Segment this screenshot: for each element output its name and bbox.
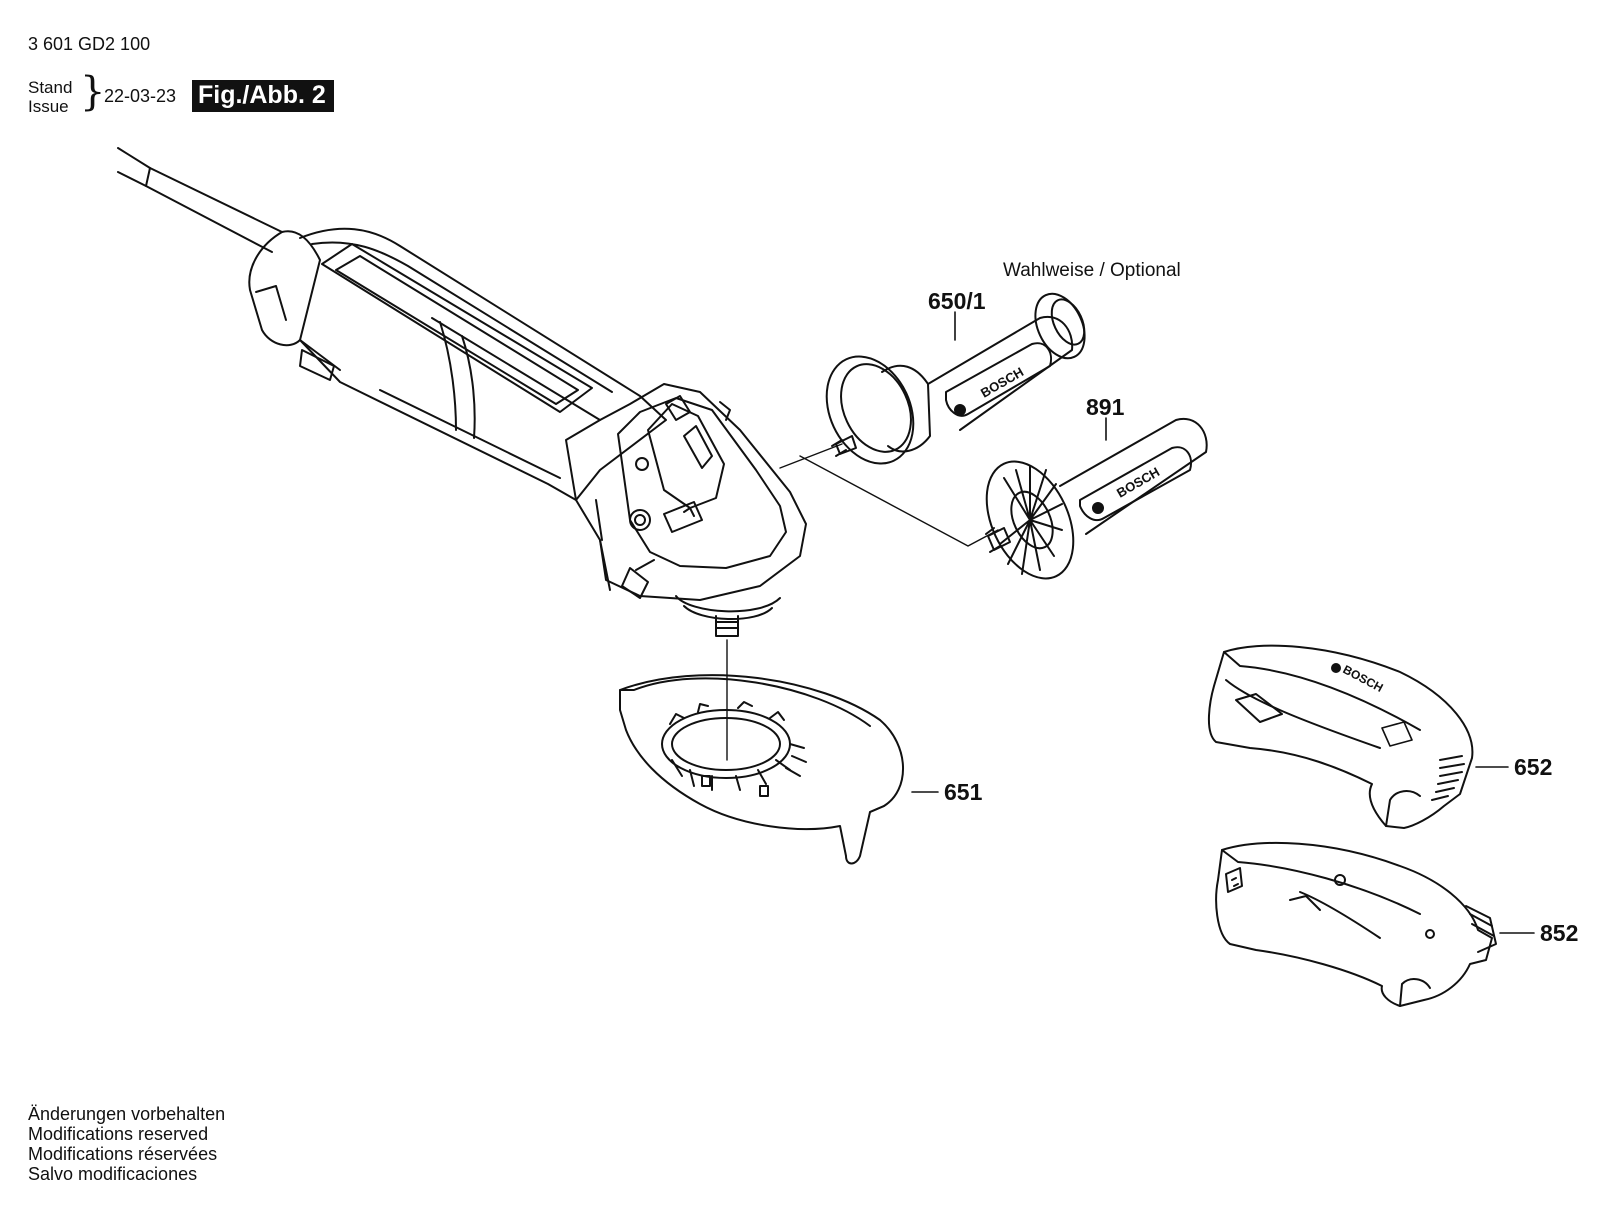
dust-guard-852: [1215, 841, 1497, 1007]
brace-icon: }: [80, 69, 106, 115]
part-number-652: 652: [1514, 754, 1553, 780]
stand-issue-labels: Stand Issue: [28, 78, 72, 116]
issue-date: 22-03-23: [104, 86, 177, 106]
footer-line-en: Modifications reserved: [28, 1124, 209, 1144]
figure-label: Fig./Abb. 2: [192, 80, 334, 112]
part-number-852: 852: [1540, 920, 1579, 946]
part-number-891: 891: [1086, 394, 1125, 420]
power-cord: [117, 147, 283, 253]
part-number-651: 651: [944, 779, 983, 805]
assembly-leader-lines: [726, 443, 999, 761]
document-number: 3 601 GD2 100: [28, 34, 151, 54]
angle-grinder-body: [248, 227, 807, 637]
footer-line-fr: Modifications réservées: [28, 1144, 218, 1164]
footer-line-es: Salvo modificaciones: [28, 1164, 198, 1184]
side-handle-891: BOSCH: [985, 417, 1208, 580]
wheel-guard-651: [619, 674, 904, 865]
issue-label: Issue: [28, 97, 69, 116]
stand-label: Stand: [28, 78, 73, 97]
cutting-guard-652: BOSCH: [1208, 644, 1474, 829]
optional-note: Wahlweise / Optional: [1003, 260, 1181, 281]
footer-line-de: Änderungen vorbehalten: [28, 1104, 226, 1124]
modifications-notice: Änderungen vorbehalten Modifications res…: [28, 1104, 225, 1184]
brand-mark-handle-891: BOSCH: [1114, 464, 1162, 500]
part-number-650-1: 650/1: [928, 288, 986, 314]
brand-mark-guard-652: BOSCH: [1341, 662, 1386, 695]
